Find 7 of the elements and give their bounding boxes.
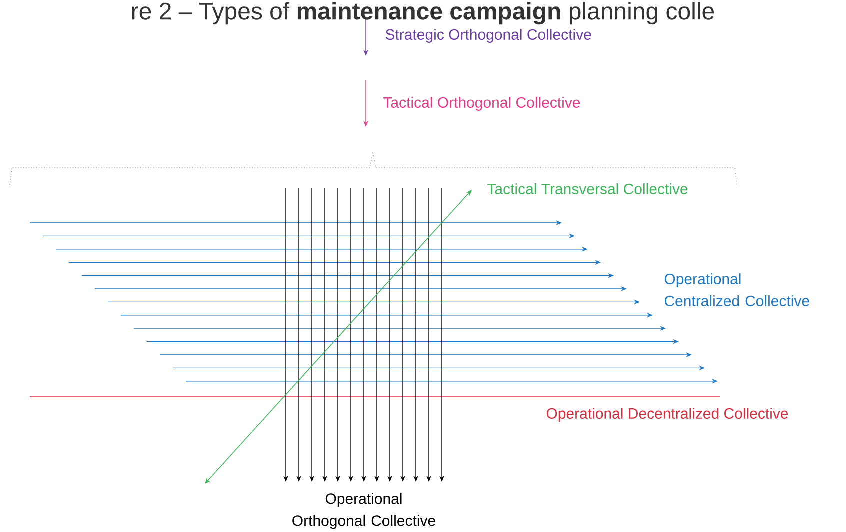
label: Strategic Orthogonal Collective [386,29,592,43]
label: Operational Decentralized Collective [546,408,788,422]
label: Tactical Transversal Collective [488,183,688,194]
title: re 2 – Types of maintenance campaign planning colle [132,2,714,25]
label: Tactical Orthogonal Collective [384,97,580,111]
label: Operational Centralized Collective [664,273,810,306]
label: Operational Orthogonal Collective [292,493,436,530]
